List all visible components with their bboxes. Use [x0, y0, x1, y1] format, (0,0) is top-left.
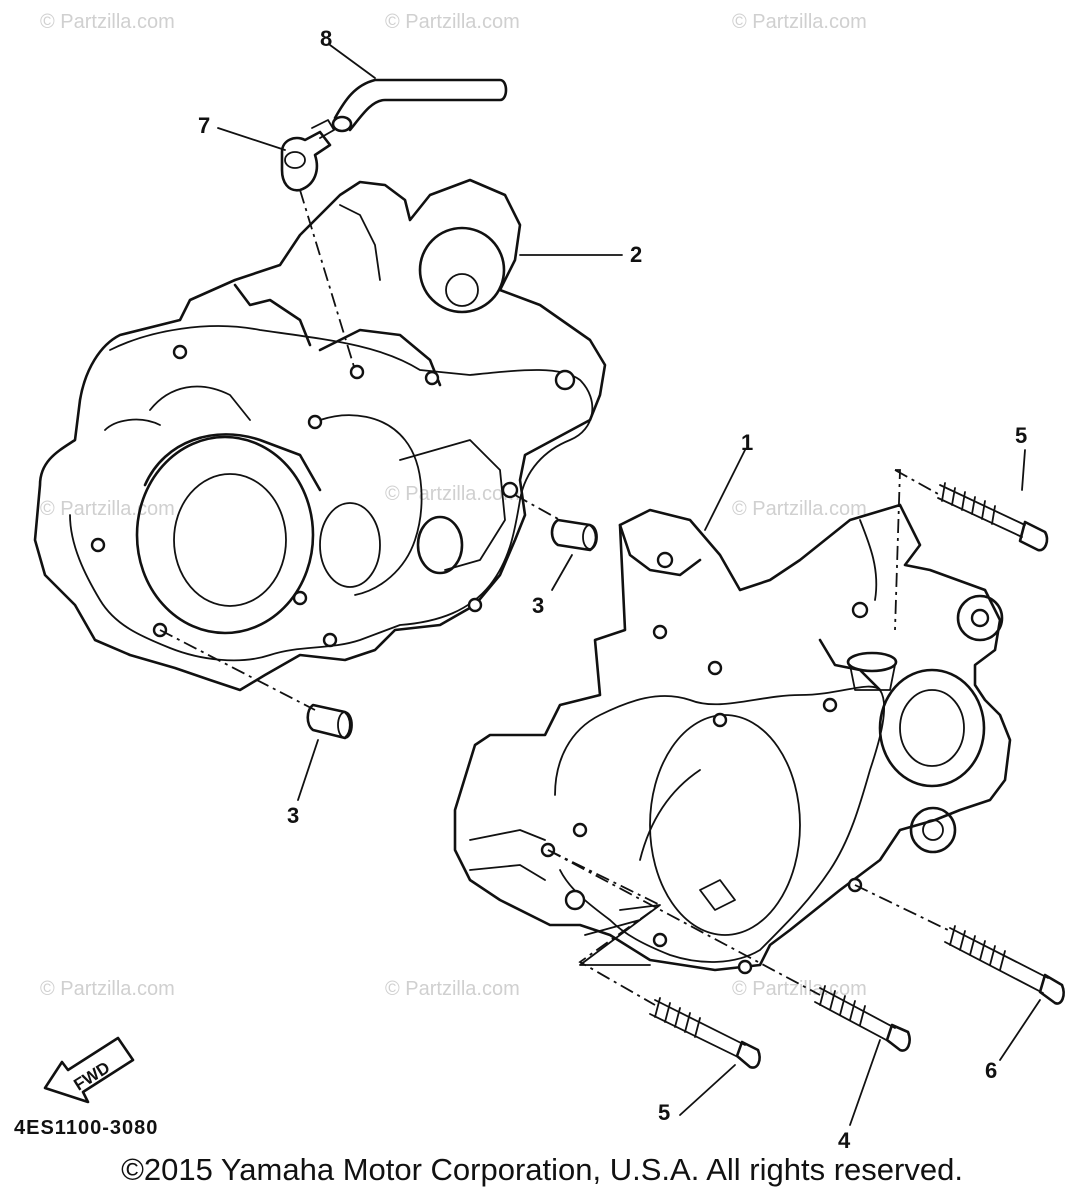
watermark: © Partzilla.com — [732, 498, 867, 520]
bolt-5-top — [937, 482, 1049, 552]
watermark: © Partzilla.com — [385, 978, 520, 1000]
breather-hose — [331, 78, 508, 133]
watermark: © Partzilla.com — [385, 11, 520, 33]
callout-7: 7 — [198, 113, 210, 138]
callout-4: 4 — [838, 1128, 851, 1153]
callout-3: 3 — [287, 803, 299, 828]
dowel-pin — [306, 703, 353, 740]
watermark-layer: © Partzilla.com © Partzilla.com © Partzi… — [40, 11, 867, 1000]
callout-2: 2 — [630, 242, 642, 267]
callout-5: 5 — [658, 1100, 670, 1125]
callout-6: 6 — [985, 1058, 997, 1083]
watermark: © Partzilla.com — [732, 978, 867, 1000]
watermark: © Partzilla.com — [385, 483, 520, 505]
crankcase-left — [33, 178, 607, 692]
watermark: © Partzilla.com — [732, 11, 867, 33]
hose-fitting — [280, 119, 335, 192]
callout-5: 5 — [1015, 423, 1027, 448]
watermark: © Partzilla.com — [40, 978, 175, 1000]
callout-8: 8 — [320, 26, 332, 51]
watermark: © Partzilla.com — [40, 498, 175, 520]
callout-3: 3 — [532, 593, 544, 618]
copyright-notice: ©2015 Yamaha Motor Corporation, U.S.A. A… — [121, 1152, 963, 1187]
bolt-4 — [814, 985, 911, 1052]
dowel-pin — [550, 518, 598, 552]
part-number: 4ES1100-3080 — [14, 1117, 159, 1139]
forward-direction-arrow: FWD — [43, 1036, 135, 1104]
watermark: © Partzilla.com — [40, 11, 175, 33]
leader-lines — [159, 44, 1041, 1126]
callout-labels: 8 7 2 1 5 3 3 4 5 6 — [198, 26, 1027, 1153]
crankcase-right — [453, 503, 1012, 975]
callout-1: 1 — [741, 430, 753, 455]
bolt-6 — [944, 925, 1065, 1005]
bolt-5-bottom — [649, 997, 761, 1069]
